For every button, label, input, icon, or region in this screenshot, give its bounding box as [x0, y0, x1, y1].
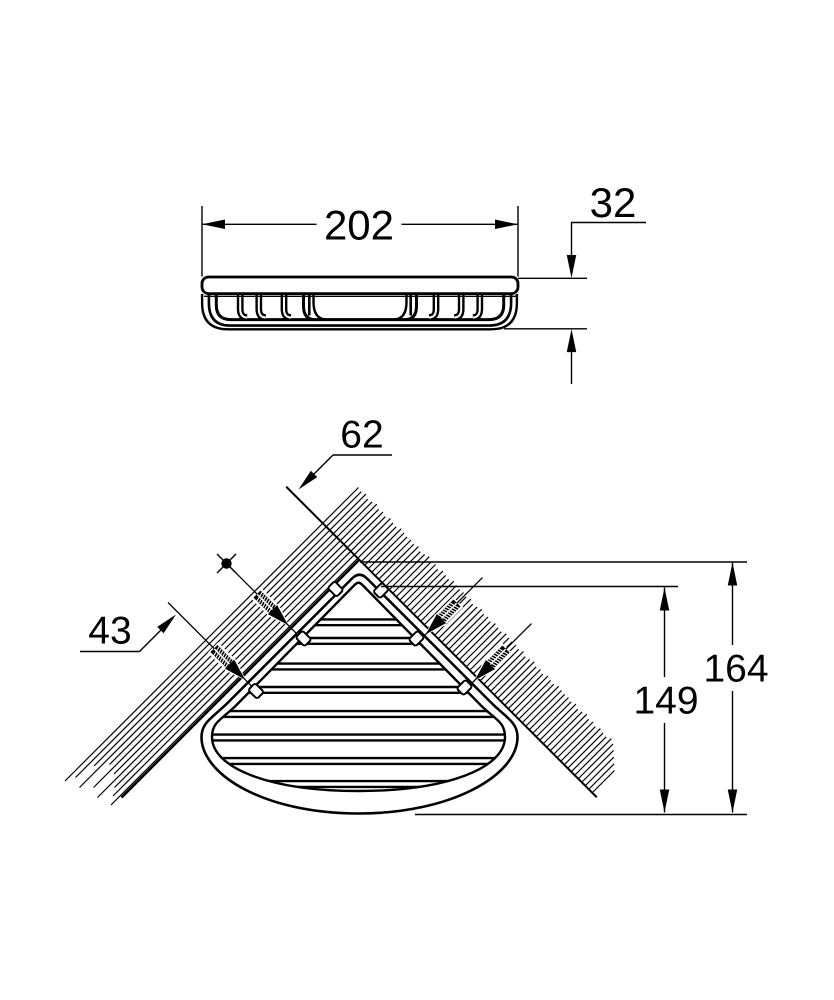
svg-text:62: 62: [340, 414, 383, 457]
svg-text:43: 43: [88, 610, 131, 653]
svg-text:149: 149: [633, 680, 698, 723]
svg-text:202: 202: [324, 202, 394, 249]
svg-text:32: 32: [590, 179, 637, 226]
svg-text:164: 164: [703, 648, 768, 691]
